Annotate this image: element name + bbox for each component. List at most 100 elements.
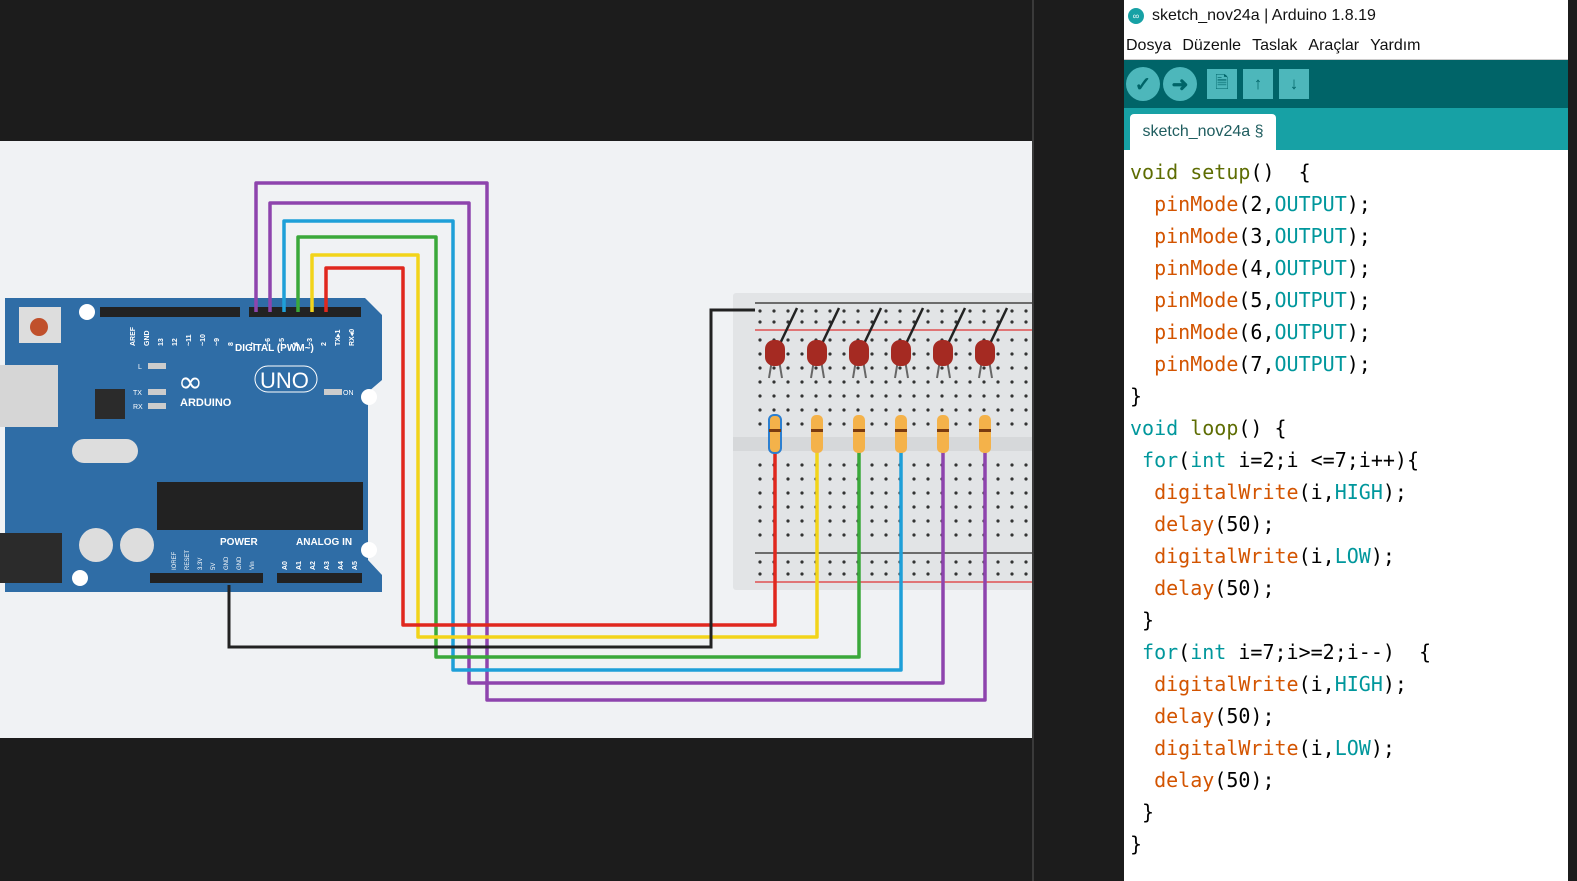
breadboard-hole xyxy=(758,572,762,576)
code-token: LOW xyxy=(1334,736,1371,760)
menu-edit[interactable]: Düzenle xyxy=(1182,36,1242,54)
breadboard-hole xyxy=(912,505,916,509)
breadboard-hole xyxy=(898,309,902,313)
check-icon: ✓ xyxy=(1134,73,1152,96)
code-line: pinMode(6,OUTPUT); xyxy=(1130,316,1568,348)
breadboard-hole xyxy=(870,408,874,412)
code-line: for(int i=7;i>=2;i--) { xyxy=(1130,636,1568,668)
code-line: digitalWrite(i,LOW); xyxy=(1130,732,1568,764)
code-token: int xyxy=(1190,640,1227,664)
tab-sketch[interactable]: sketch_nov24a § xyxy=(1130,114,1276,150)
menu-help[interactable]: Yardım xyxy=(1370,36,1421,54)
breadboard-hole xyxy=(996,533,1000,537)
breadboard-hole xyxy=(856,320,860,324)
code-token: ); xyxy=(1346,320,1371,344)
breadboard-hole xyxy=(1024,394,1028,398)
breadboard-hole xyxy=(814,408,818,412)
resistor-band xyxy=(769,429,781,432)
digital-pin-label: RX◂0 xyxy=(349,329,356,346)
breadboard-hole xyxy=(786,533,790,537)
breadboard-hole xyxy=(870,394,874,398)
code-line: digitalWrite(i,LOW); xyxy=(1130,540,1568,572)
breadboard-hole xyxy=(1010,394,1014,398)
code-token: ); xyxy=(1346,224,1371,248)
breadboard-hole xyxy=(870,533,874,537)
breadboard-hole xyxy=(968,422,972,426)
breadboard-hole xyxy=(1010,338,1014,342)
breadboard-hole xyxy=(968,408,972,412)
code-token: (6, xyxy=(1238,320,1275,344)
code-editor[interactable]: void setup() { pinMode(2,OUTPUT); pinMod… xyxy=(1124,150,1568,860)
upload-button[interactable]: ➜ xyxy=(1163,67,1197,101)
breadboard-hole xyxy=(1024,422,1028,426)
code-token: ); xyxy=(1370,544,1395,568)
breadboard-hole xyxy=(1010,491,1014,495)
breadboard-hole xyxy=(1024,408,1028,412)
breadboard-hole xyxy=(800,422,804,426)
code-token: OUTPUT xyxy=(1274,288,1347,312)
code-token: i=7;i>=2;i--) { xyxy=(1226,640,1432,664)
save-button[interactable]: ↓ xyxy=(1279,69,1309,99)
breadboard-hole xyxy=(828,491,832,495)
code-token: OUTPUT xyxy=(1274,256,1347,280)
breadboard-hole xyxy=(786,519,790,523)
red-led xyxy=(975,340,995,366)
breadboard-hole xyxy=(1010,320,1014,324)
breadboard-hole xyxy=(954,422,958,426)
breadboard-hole xyxy=(1024,463,1028,467)
breadboard-hole xyxy=(786,505,790,509)
verify-button[interactable]: ✓ xyxy=(1126,67,1160,101)
breadboard-hole xyxy=(1024,477,1028,481)
breadboard-hole xyxy=(870,572,874,576)
breadboard-hole xyxy=(1024,572,1028,576)
breadboard-hole xyxy=(968,352,972,356)
code-token: pinMode xyxy=(1154,320,1239,344)
wire-pin-6 xyxy=(268,201,945,685)
breadboard-hole xyxy=(884,477,888,481)
breadboard-hole xyxy=(1024,352,1028,356)
breadboard-hole xyxy=(842,394,846,398)
power-pin-label: Vin xyxy=(250,561,256,570)
resistor-band xyxy=(811,429,823,432)
window-title: sketch_nov24a | Arduino 1.8.19 xyxy=(1152,7,1376,24)
breadboard-hole xyxy=(828,505,832,509)
breadboard-hole xyxy=(968,477,972,481)
code-line: pinMode(2,OUTPUT); xyxy=(1130,188,1568,220)
menu-file[interactable]: Dosya xyxy=(1126,36,1172,54)
breadboard-hole xyxy=(1010,380,1014,384)
breadboard-hole xyxy=(954,338,958,342)
code-token: } xyxy=(1130,832,1143,856)
breadboard-hole xyxy=(772,366,776,370)
menu-tools[interactable]: Araçlar xyxy=(1308,36,1360,54)
breadboard-hole xyxy=(870,463,874,467)
code-token: loop xyxy=(1190,416,1239,440)
digital-pin-label: GND xyxy=(144,330,151,346)
breadboard-hole xyxy=(996,505,1000,509)
new-button[interactable]: 🗎 xyxy=(1207,69,1237,99)
analog-pin-label: A4 xyxy=(338,561,345,570)
breadboard-hole xyxy=(884,309,888,313)
resistor xyxy=(979,415,991,453)
breadboard-hole xyxy=(954,505,958,509)
breadboard-hole xyxy=(898,320,902,324)
breadboard-hole xyxy=(842,533,846,537)
open-button[interactable]: ↑ xyxy=(1243,69,1273,99)
circuit-simulator-canvas[interactable]: L TX RX DIGITAL (PWM~) ARDUINO ∞ UNO ON … xyxy=(0,141,1043,738)
code-line: pinMode(3,OUTPUT); xyxy=(1130,220,1568,252)
resistor-band xyxy=(853,429,865,432)
breadboard-hole xyxy=(1010,560,1014,564)
red-led xyxy=(891,340,911,366)
breadboard-hole xyxy=(842,519,846,523)
breadboard-hole xyxy=(828,366,832,370)
digital-pin-label: 4 xyxy=(293,342,300,346)
resistor xyxy=(937,415,949,453)
breadboard-hole xyxy=(912,533,916,537)
menu-sketch[interactable]: Taslak xyxy=(1252,36,1298,54)
code-line: } xyxy=(1130,380,1568,412)
code-token: (i, xyxy=(1298,672,1335,696)
breadboard-hole xyxy=(842,572,846,576)
breadboard-hole xyxy=(982,380,986,384)
breadboard-hole xyxy=(1024,366,1028,370)
breadboard-hole xyxy=(842,309,846,313)
breadboard-hole xyxy=(758,505,762,509)
